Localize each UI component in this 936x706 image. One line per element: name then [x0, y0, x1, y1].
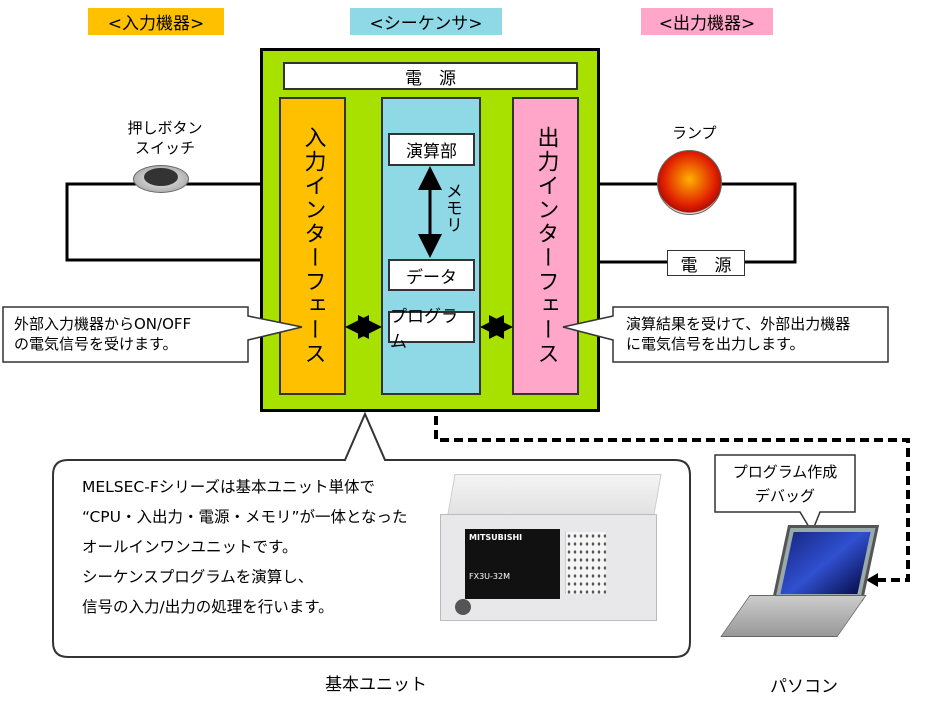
program-box: プログラム — [388, 307, 475, 352]
switch-label-line2: スイッチ — [134, 139, 195, 157]
lamp-label: ランプ — [672, 124, 717, 142]
description-line: MELSEC-Fシリーズは基本ユニット単体で — [82, 478, 375, 496]
callout-input-line1: 外部入力機器からON/OFF — [14, 315, 192, 333]
switch-label-line1: 押しボタン — [127, 119, 203, 137]
callout-input: 外部入力機器からON/OFF の電気信号を受けます。 — [14, 314, 191, 354]
laptop-icon — [720, 525, 880, 650]
description-line: オールインワンユニットです。 — [82, 538, 298, 556]
callout-pc: プログラム作成 デバッグ — [715, 460, 855, 508]
plc-model: FX3U-32M — [469, 572, 510, 581]
callout-pc-line2: デバッグ — [754, 487, 815, 505]
header-input-devices: <入力機器> — [88, 8, 224, 35]
lamp-power-box: 電 源 — [667, 250, 745, 276]
data-box: データ — [388, 259, 475, 291]
lamp-icon — [657, 150, 722, 215]
plc-unit-image: MITSUBISHI FX3U-32M — [440, 474, 665, 621]
arrow-left-icon — [866, 573, 878, 587]
callout-output-line2: に電気信号を出力します。 — [626, 335, 805, 353]
push-button-switch-icon — [133, 165, 189, 193]
pc-link-dashed — [434, 402, 910, 582]
switch-label: 押しボタン スイッチ — [115, 118, 215, 158]
output-interface: 出力インターフェース — [512, 97, 579, 395]
header-sequencer: <シーケンサ> — [350, 8, 502, 35]
callout-input-line2: の電気信号を受けます。 — [14, 335, 178, 353]
header-output-devices: <出力機器> — [641, 8, 773, 35]
callout-pc-line1: プログラム作成 — [732, 463, 838, 481]
description: MELSEC-Fシリーズは基本ユニット単体で “CPU・入出力・電源・メモリ”が… — [82, 472, 408, 622]
input-circuit — [65, 182, 260, 262]
caption-pc: パソコン — [770, 677, 838, 697]
power-supply-box: 電 源 — [283, 62, 578, 90]
input-interface: 入力インターフェース — [279, 97, 346, 395]
cpu-box: 演算部 — [388, 133, 475, 166]
plc-front-panel: MITSUBISHI FX3U-32M — [465, 529, 560, 599]
description-line: 信号の入力/出力の処理を行います。 — [82, 598, 334, 616]
memory-label: メモリ — [442, 182, 462, 233]
callout-output: 演算結果を受けて、外部出力機器 に電気信号を出力します。 — [626, 314, 850, 354]
plc-brand: MITSUBISHI — [469, 533, 523, 542]
description-line: “CPU・入出力・電源・メモリ”が一体となった — [82, 508, 408, 526]
callout-output-line1: 演算結果を受けて、外部出力機器 — [626, 315, 851, 333]
description-line: シーケンスプログラムを演算し、 — [82, 568, 314, 586]
caption-base-unit: 基本ユニット — [325, 675, 427, 695]
